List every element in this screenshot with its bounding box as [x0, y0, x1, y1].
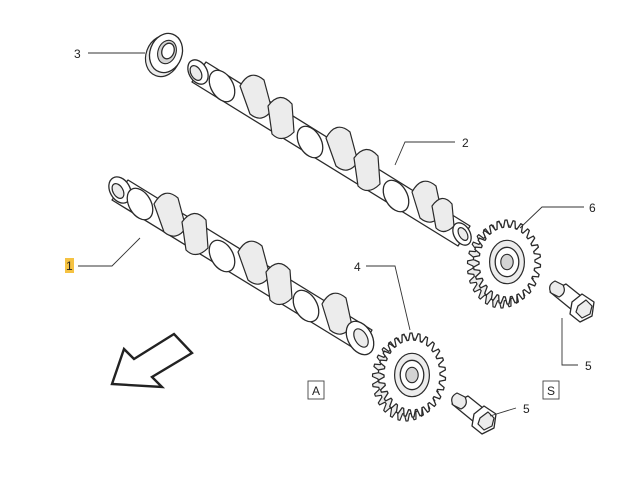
camshaft-upper[interactable]	[184, 56, 475, 248]
svg-text:S: S	[547, 384, 555, 398]
callout-4[interactable]: 4	[354, 260, 361, 274]
bolt-lower[interactable]	[451, 392, 497, 435]
view-label-s: S	[542, 380, 560, 400]
camshaft-lower[interactable]	[104, 173, 379, 360]
callout-1-highlight	[65, 258, 74, 273]
callout-5-upper[interactable]: 5	[585, 359, 592, 373]
gear-upper[interactable]	[466, 219, 542, 309]
callout-6[interactable]: 6	[589, 201, 596, 215]
callout-3[interactable]: 3	[74, 47, 81, 61]
gear-lower[interactable]	[371, 332, 447, 422]
callout-2[interactable]: 2	[462, 136, 469, 150]
direction-arrow-icon	[110, 332, 194, 389]
callout-1[interactable]: 1	[66, 259, 73, 273]
view-label-a: A	[307, 380, 325, 400]
callout-5-lower[interactable]: 5	[523, 402, 530, 416]
bolt-upper[interactable]	[549, 280, 595, 323]
svg-text:A: A	[312, 384, 320, 398]
leader-lines	[78, 52, 584, 417]
oil-seal-ring[interactable]	[140, 29, 188, 82]
